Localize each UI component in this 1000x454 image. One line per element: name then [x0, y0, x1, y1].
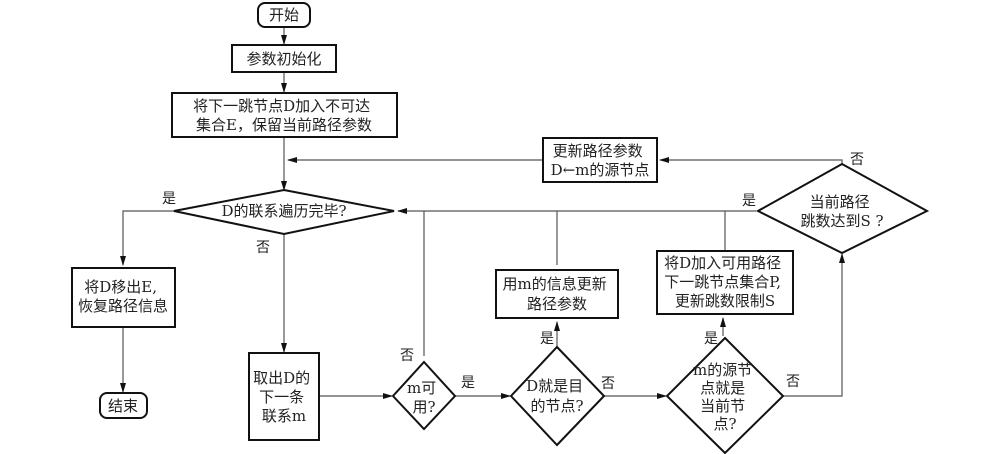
node-add-available-text: 将D加入可用路径 下一跳节点集合P, 更新跳数限制S	[664, 254, 786, 310]
node-hops-text: 当前路径 跳数达到S ?	[800, 193, 883, 230]
label-isdest-no: 否	[601, 376, 615, 392]
node-update-with-m-text: 用m的信息更新 路径参数	[502, 275, 611, 313]
edge-traversed-yes	[120, 210, 174, 266]
node-update-path-text: 更新路径参数 D←m的源节点	[551, 142, 650, 179]
node-update-path: 更新路径参数 D←m的源节点	[542, 137, 658, 183]
node-remove-d: 将D移出E, 恢复路径信息	[71, 267, 176, 328]
node-end-text: 结束	[108, 397, 138, 415]
node-m-available-text: m可 用?	[407, 379, 441, 416]
label-srccur-no: 否	[786, 374, 800, 390]
label-isdest-yes: 是	[540, 331, 554, 347]
edge-hops-no	[659, 157, 843, 164]
node-src-is-current-decision: m的源节 点就是 当前节 点?	[665, 336, 785, 454]
label-traversed-no: 否	[256, 240, 270, 256]
node-take-next: 取出D的 下一条 联系m	[248, 352, 320, 441]
node-init: 参数初始化	[231, 44, 337, 73]
node-init-text: 参数初始化	[246, 50, 321, 68]
node-start-text: 开始	[269, 6, 299, 24]
node-update-with-m: 用m的信息更新 路径参数	[495, 269, 619, 319]
label-hops-yes: 是	[742, 193, 756, 209]
node-traversed-decision: D的联系遍历完毕?	[173, 188, 395, 236]
edge-labels: 是 否 否 是 是 否 是 否 是 否	[162, 152, 864, 392]
edges	[120, 27, 845, 399]
edge-srccur-no	[783, 253, 845, 397]
label-hops-no: 否	[850, 152, 864, 168]
node-is-dest-text: D就是目 的节点?	[526, 377, 588, 415]
node-end: 结束	[99, 392, 148, 419]
node-hops-decision: 当前路径 跳数达到S ?	[755, 162, 930, 255]
node-remove-d-text: 将D移出E, 恢复路径信息	[78, 278, 168, 315]
label-traversed-yes: 是	[162, 191, 176, 207]
node-m-available-decision: m可 用?	[391, 360, 457, 431]
node-add-unreachable-text: 将下一跳节点D加入不可达 集合E，保留当前路径参数	[193, 97, 375, 134]
node-add-unreachable: 将下一跳节点D加入不可达 集合E，保留当前路径参数	[171, 92, 398, 138]
node-is-dest-decision: D就是目 的节点?	[509, 345, 606, 447]
node-take-next-text: 取出D的 下一条 联系m	[253, 369, 315, 425]
label-mavail-yes: 是	[461, 375, 475, 391]
node-start: 开始	[257, 2, 311, 28]
node-src-is-current-text: m的源节 点就是 当前节 点?	[693, 361, 757, 433]
node-add-available: 将D加入可用路径 下一跳节点集合P, 更新跳数限制S	[656, 250, 794, 315]
label-srccur-yes: 是	[704, 331, 718, 347]
label-mavail-no: 否	[400, 348, 414, 364]
node-traversed-text: D的联系遍历完毕?	[221, 202, 346, 220]
